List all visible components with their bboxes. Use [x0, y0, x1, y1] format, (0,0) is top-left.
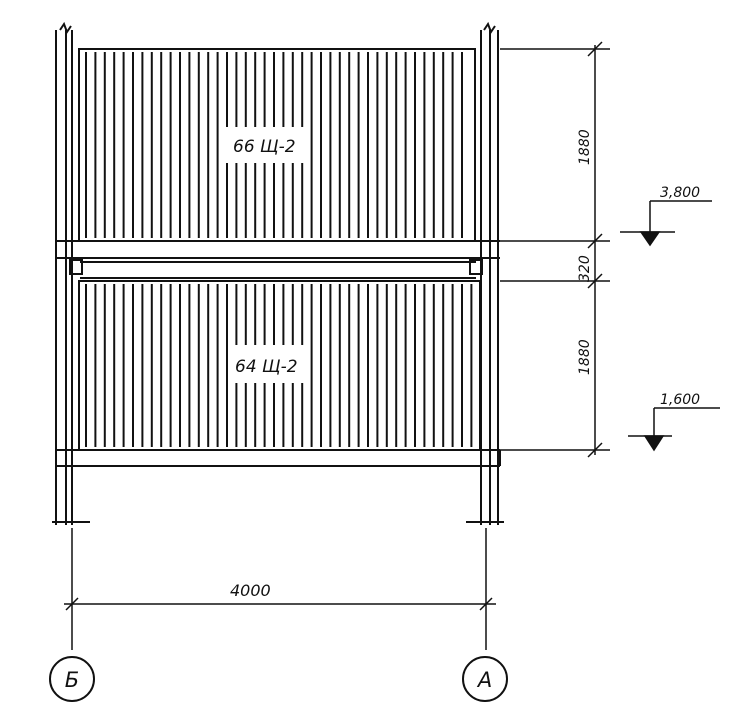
lower-panel-label-box	[228, 345, 308, 383]
foundation-beam	[55, 449, 501, 467]
upper-panel-label-box	[225, 127, 305, 163]
axis-label-right: А	[476, 668, 492, 692]
lower-height-dimension: 1880	[577, 339, 593, 375]
upper-panel-mark: 66 Щ-2	[233, 137, 296, 157]
axis-bubble-right: А	[462, 656, 508, 702]
level-label-upper: 3,800	[660, 185, 700, 201]
upper-height-dimension: 1880	[577, 129, 593, 165]
axis-bubble-left: Б	[49, 656, 95, 702]
span-dimension-label: 4000	[230, 581, 271, 600]
level-label-lower: 1,600	[660, 392, 700, 408]
lower-panel-mark: 64 Щ-2	[235, 357, 298, 377]
level-mark-lower	[628, 407, 720, 452]
intermediate-beam	[56, 240, 500, 279]
lower-panel	[78, 280, 481, 451]
vertical-dimension-chain	[500, 41, 610, 458]
level-mark-upper	[620, 200, 712, 247]
span-dimension	[64, 528, 496, 650]
left-column	[52, 21, 90, 525]
axis-label-left: Б	[65, 668, 79, 692]
beam-height-dimension: 320	[577, 255, 593, 282]
